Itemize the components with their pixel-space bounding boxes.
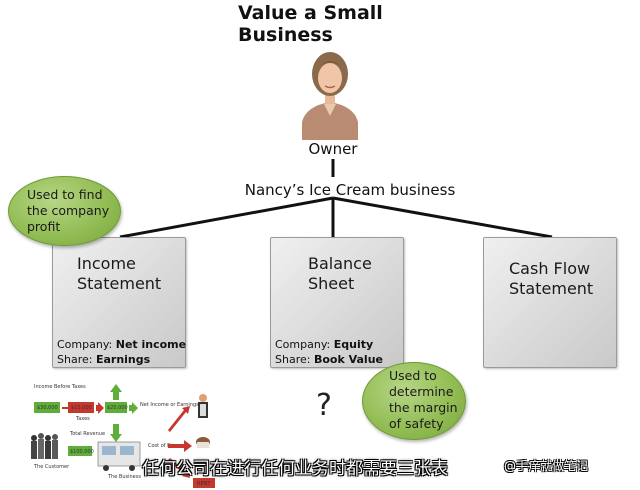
flow-arrow-up-icon xyxy=(110,424,122,442)
cash-flow-title: Cash Flow Statement xyxy=(509,259,594,298)
flow-box-100000 xyxy=(68,446,92,456)
flow-net-income: Net Income or Earnings xyxy=(140,402,199,408)
balance-sheet-title: Balance Sheet xyxy=(308,254,372,293)
owner-photo xyxy=(302,52,358,140)
page-title: Value a Small Business xyxy=(238,2,383,46)
income-statement-box: Income Statement Company: Net income Sha… xyxy=(52,237,186,368)
flow-box-30000 xyxy=(34,402,60,413)
video-subtitle: 任何公司在进行任何业务时都需要三张表 xyxy=(142,459,448,479)
expense-arrow-icon xyxy=(168,440,192,452)
question-mark: ? xyxy=(316,388,332,423)
flow-arrow-right-icon xyxy=(129,402,138,414)
worker-icon xyxy=(198,394,208,418)
income-share-line: Share: Earnings xyxy=(57,353,151,366)
flow-box-20000 xyxy=(105,402,127,413)
flow-the-customer: The Customer xyxy=(33,464,70,470)
ice-cream-cup-icon xyxy=(196,437,210,448)
svg-text:$30,000: $30,000 xyxy=(37,405,58,411)
income-connector xyxy=(119,196,334,239)
income-company-line: Company: Net income xyxy=(57,338,187,351)
flow-box-10000 xyxy=(68,402,94,413)
owner-label: Owner xyxy=(308,140,358,158)
flow-the-business: The Business xyxy=(107,474,141,480)
expense-arrow-icon xyxy=(168,458,190,478)
svg-text:$100,000: $100,000 xyxy=(70,449,94,455)
expense-arrow-icon xyxy=(168,406,190,432)
watermark: @手痒就做笔记 xyxy=(504,459,589,473)
flow-total-revenue: Total Revenue xyxy=(69,431,105,437)
income-flow-diagram: Income Before Taxes $30,000 $10,000 Taxe… xyxy=(31,384,215,488)
svg-text:RENT: RENT xyxy=(197,481,211,487)
flow-taxes: Taxes xyxy=(75,416,90,422)
svg-text:$10,000: $10,000 xyxy=(71,405,92,411)
rent-sign-icon xyxy=(193,478,215,488)
flow-arrow-right-icon xyxy=(96,402,104,414)
profit-callout-bubble: Used to find the company profit xyxy=(8,176,121,246)
ice-cream-truck-icon xyxy=(97,441,141,471)
customers-icon xyxy=(31,433,58,459)
income-statement-title: Income Statement xyxy=(77,254,162,293)
business-label: Nancy’s Ice Cream business xyxy=(244,181,456,199)
flow-arrow-up-icon xyxy=(110,384,122,400)
balance-company-line: Company: Equity xyxy=(275,338,374,351)
flow-income-before-taxes: Income Before Taxes xyxy=(34,384,86,390)
balance-share-line: Share: Book Value xyxy=(275,353,383,366)
svg-text:$20,000: $20,000 xyxy=(107,405,128,411)
balance-sheet-box: Balance Sheet Company: Equity Share: Boo… xyxy=(270,237,404,368)
cash-connector xyxy=(332,196,553,239)
cash-flow-statement-box: Cash Flow Statement xyxy=(483,237,617,368)
safety-callout-bubble: Used to determine the margin of safety xyxy=(362,362,466,440)
